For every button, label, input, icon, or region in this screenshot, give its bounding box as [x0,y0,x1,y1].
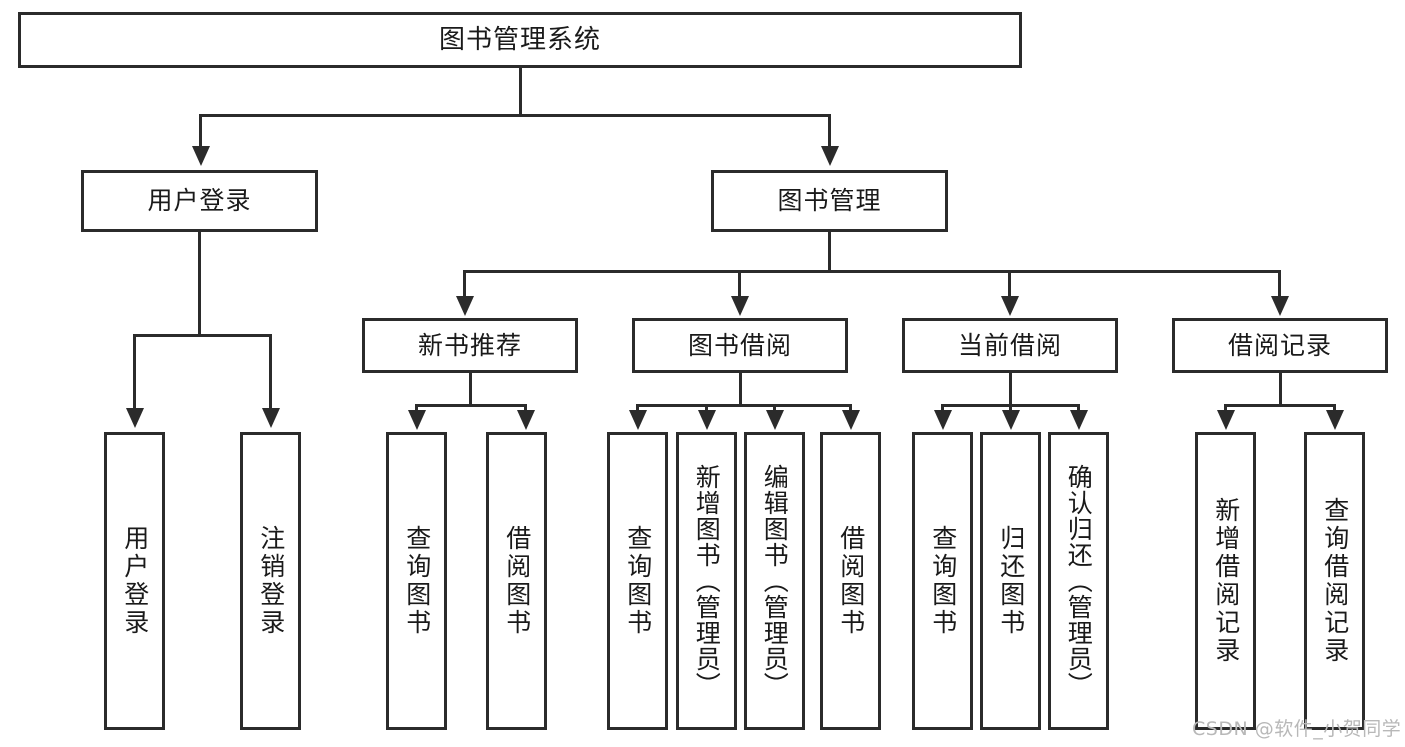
edge-drop-cb-query [941,404,944,412]
arrow-user-login [192,146,210,166]
leaf-cb-confirm-return-admin[interactable]: 确认归还（管理员） [1048,432,1109,730]
edge-borrow-record-bus [1224,404,1336,407]
edge-drop-bb-borrow [849,404,852,412]
edge-drop-current-borrow [1008,270,1011,298]
edge-new-book-stem [469,373,472,406]
leaf-logout[interactable]: 注销登录 [240,432,301,730]
watermark-text: CSDN @软件_小贺同学 [1192,718,1402,740]
edge-book-manage-stem [828,232,831,272]
edge-drop-borrow-record [1278,270,1281,298]
edge-drop-bb-query [636,404,639,412]
node-user-login[interactable]: 用户登录 [81,170,318,232]
arrow-leaf-logout [262,408,280,428]
edge-drop-book-manage [828,114,831,148]
edge-drop-bb-add [705,404,708,412]
arrow-br-add [1217,410,1235,430]
edge-root-stem [519,68,522,116]
arrow-bb-query [629,410,647,430]
edge-book-borrow-bus [636,404,852,407]
edge-drop-cb-return [1009,404,1012,412]
leaf-bb-edit-book-admin[interactable]: 编辑图书（管理员） [744,432,805,730]
edge-drop-leaf-user-login [133,334,136,410]
leaf-nb-borrow-book[interactable]: 借阅图书 [486,432,547,730]
leaf-cb-return-book[interactable]: 归还图书 [980,432,1041,730]
edge-level2-bus [199,114,831,117]
arrow-bb-add [698,410,716,430]
arrow-br-query [1326,410,1344,430]
node-root-system[interactable]: 图书管理系统 [18,12,1022,68]
arrow-bb-edit [766,410,784,430]
edge-level3-bus [463,270,1281,273]
edge-book-borrow-stem [739,373,742,406]
leaf-nb-query-book[interactable]: 查询图书 [386,432,447,730]
edge-drop-user-login [199,114,202,148]
edge-drop-bb-edit [773,404,776,412]
node-book-borrow[interactable]: 图书借阅 [632,318,848,373]
edge-borrow-record-stem [1279,373,1282,406]
node-borrow-record[interactable]: 借阅记录 [1172,318,1388,373]
leaf-bb-add-book-admin[interactable]: 新增图书（管理员） [676,432,737,730]
edge-drop-br-query [1333,404,1336,412]
edge-drop-nb-query [415,404,418,412]
edge-new-book-bus [415,404,527,407]
leaf-cb-query-book[interactable]: 查询图书 [912,432,973,730]
leaf-br-add-record[interactable]: 新增借阅记录 [1195,432,1256,730]
arrow-cb-query [934,410,952,430]
edge-user-login-stem [198,232,201,336]
arrow-book-borrow [731,296,749,316]
arrow-current-borrow [1001,296,1019,316]
edge-drop-nb-borrow [524,404,527,412]
node-book-manage[interactable]: 图书管理 [711,170,948,232]
arrow-nb-borrow [517,410,535,430]
arrow-cb-return [1002,410,1020,430]
edge-drop-new-book [463,270,466,298]
edge-drop-leaf-logout [269,334,272,410]
leaf-bb-query-book[interactable]: 查询图书 [607,432,668,730]
arrow-leaf-user-login [126,408,144,428]
leaf-bb-borrow-book[interactable]: 借阅图书 [820,432,881,730]
node-new-book-recommend[interactable]: 新书推荐 [362,318,578,373]
arrow-cb-confirm [1070,410,1088,430]
arrow-nb-query [408,410,426,430]
edge-current-borrow-stem [1009,373,1012,406]
edge-user-login-bus [133,334,272,337]
leaf-user-login[interactable]: 用户登录 [104,432,165,730]
leaf-br-query-record[interactable]: 查询借阅记录 [1304,432,1365,730]
arrow-bb-borrow [842,410,860,430]
edge-drop-book-borrow [738,270,741,298]
edge-drop-br-add [1224,404,1227,412]
edge-drop-cb-confirm [1077,404,1080,412]
arrow-borrow-record [1271,296,1289,316]
node-current-borrow[interactable]: 当前借阅 [902,318,1118,373]
arrow-new-book [456,296,474,316]
arrow-book-manage [821,146,839,166]
